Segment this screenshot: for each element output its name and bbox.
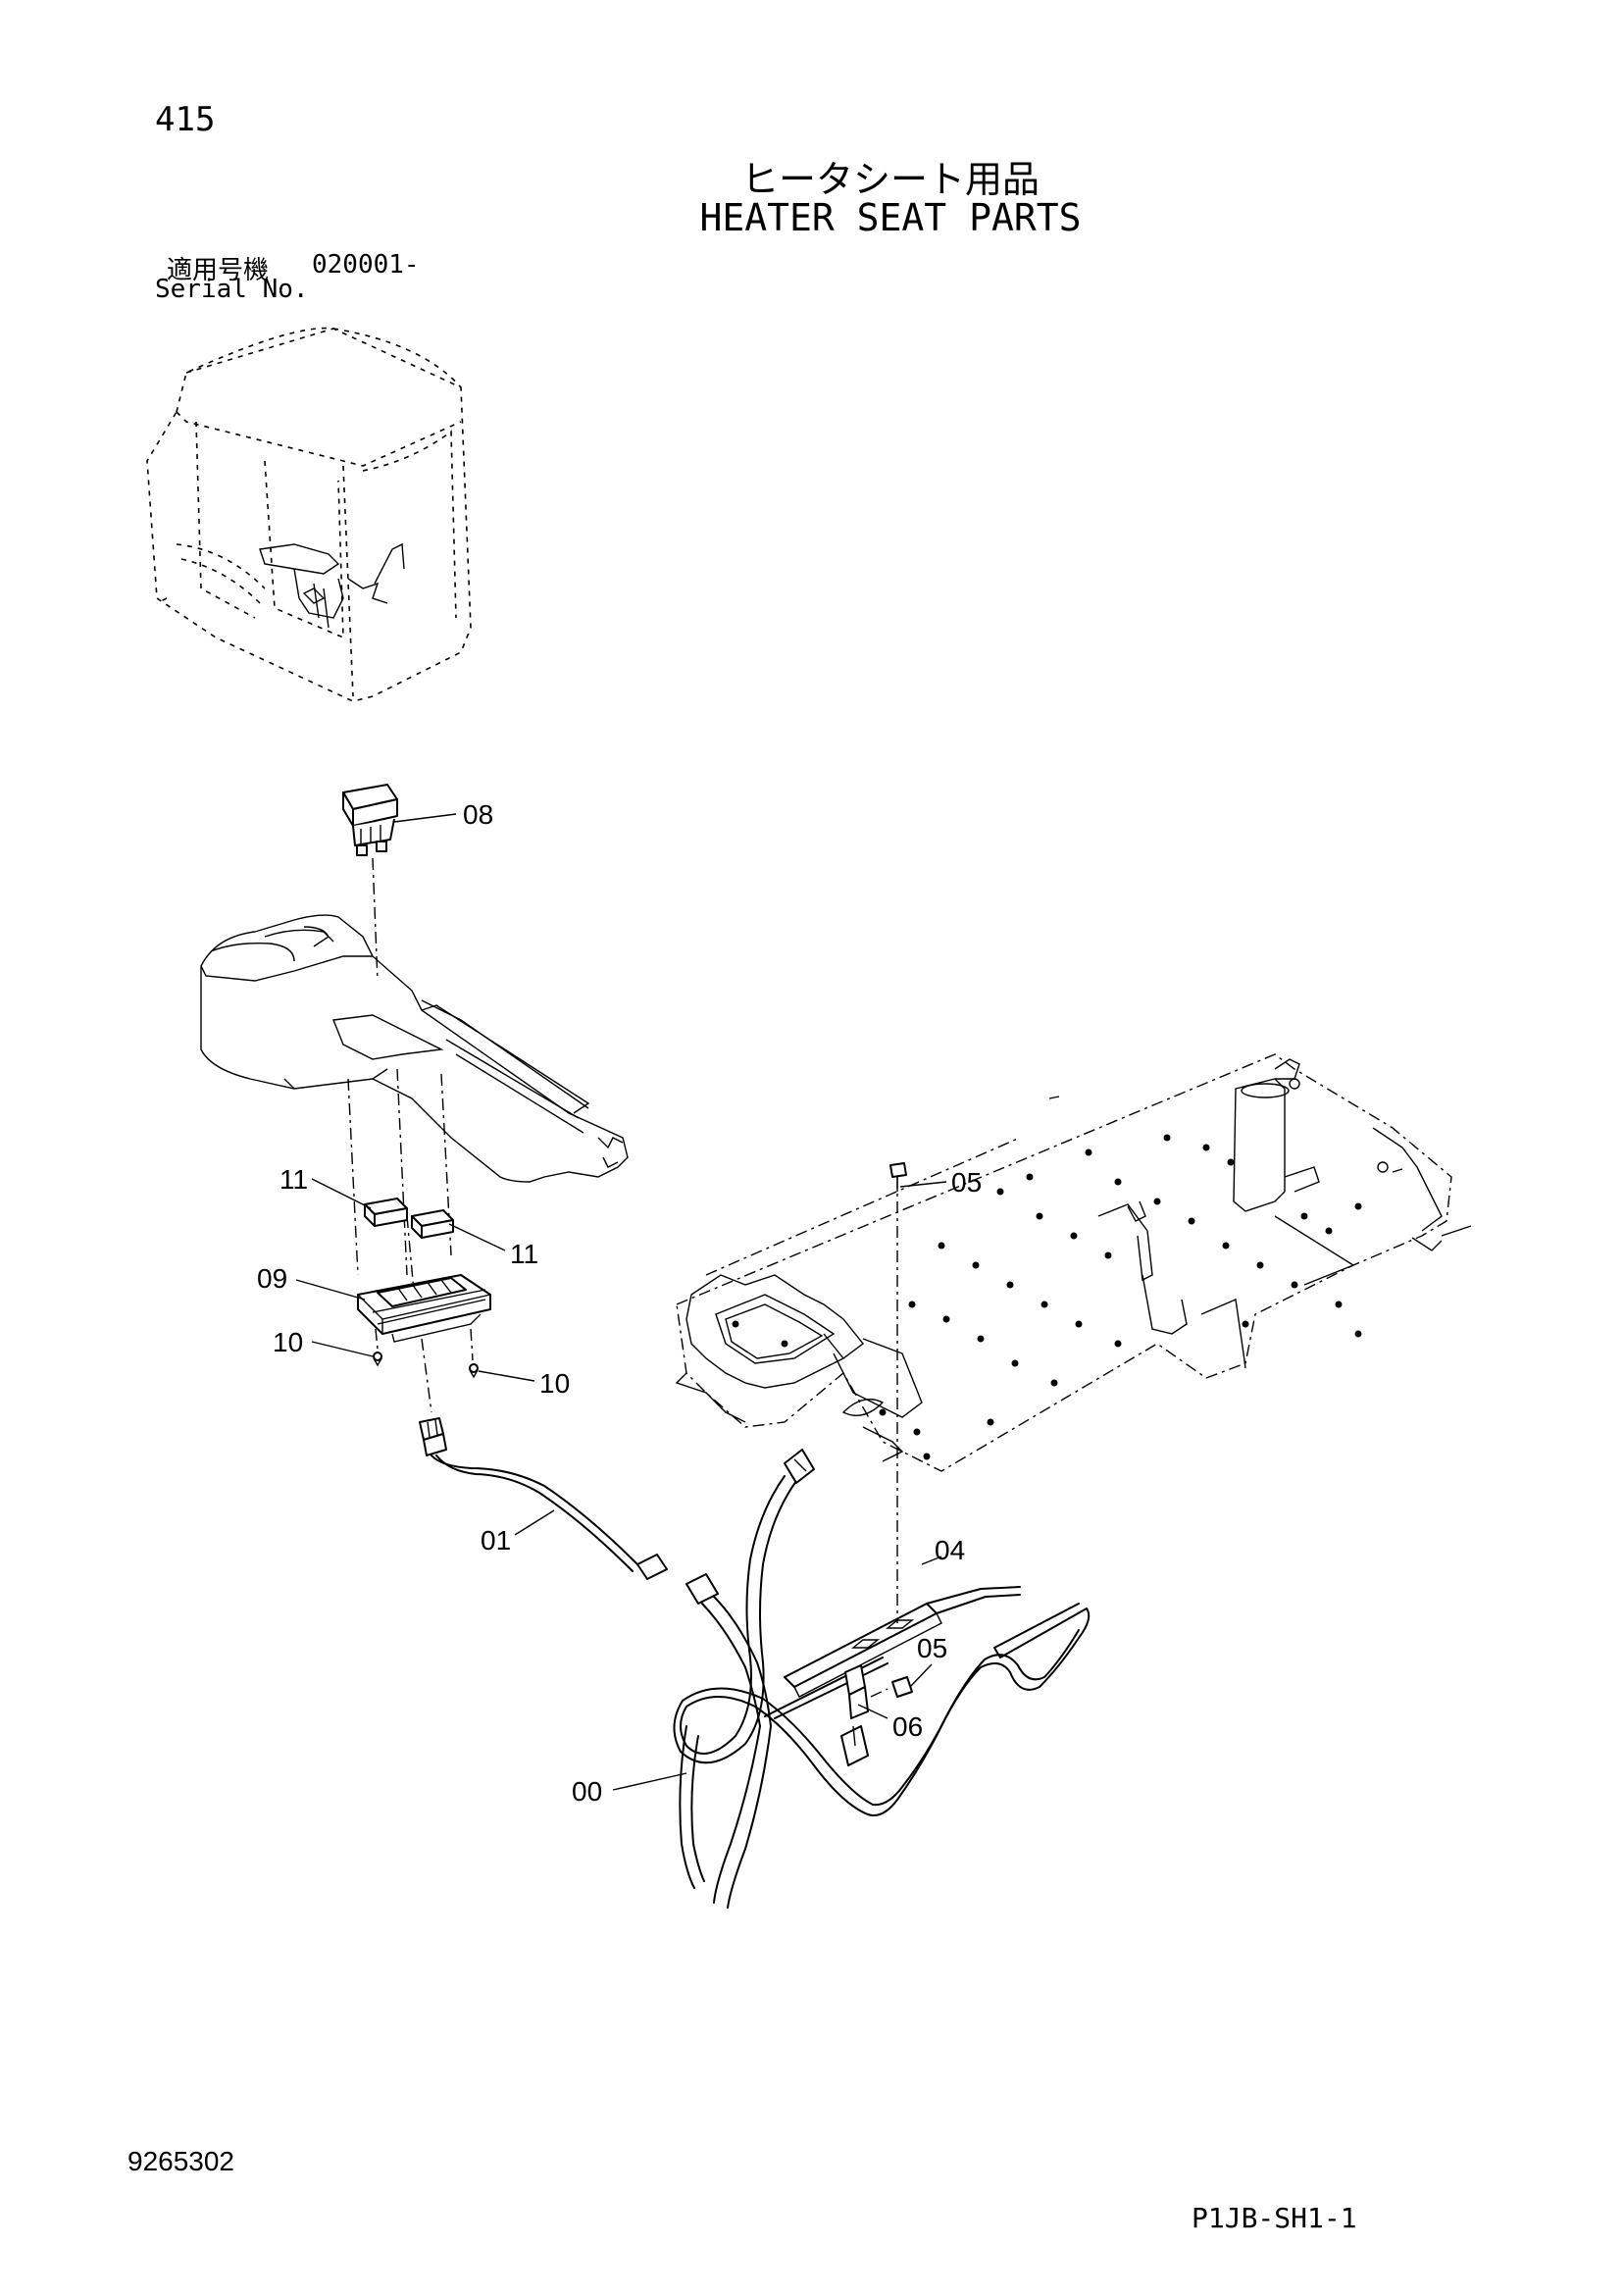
bracket-part-04 [784, 1177, 1021, 1698]
console-housing [200, 914, 629, 1183]
callout-11-left: 11 [279, 1164, 308, 1195]
callout-10-left: 10 [273, 1327, 303, 1357]
switch-panel-part-09 [357, 1274, 491, 1343]
serial-value: 020001- [312, 250, 420, 280]
clip-part-06 [840, 1664, 888, 1766]
screw-part-10 [373, 1328, 479, 1379]
title-english: HEATER SEAT PARTS [699, 196, 1082, 239]
bolt-part-05a [889, 1162, 907, 1192]
callout-05-bottom: 05 [917, 1633, 947, 1663]
main-harness-part-00 [673, 1449, 1091, 1909]
callout-00: 00 [572, 1776, 602, 1807]
serial-label-english: Serial No. [155, 275, 309, 304]
bolt-part-05b [891, 1676, 913, 1698]
callout-05-top: 05 [951, 1167, 982, 1198]
cap-part-11 [364, 1198, 454, 1239]
serial-label-japanese: 適用号機 [167, 256, 270, 285]
wire-harness-part-01 [419, 1417, 772, 1727]
callout-08: 08 [463, 799, 493, 830]
page-number: 415 [155, 100, 216, 139]
callout-04: 04 [935, 1535, 965, 1565]
title-japanese: ヒータシート用品 [740, 158, 1040, 201]
cab-overview-illustration [146, 327, 472, 702]
callout-11-right: 11 [510, 1239, 538, 1269]
sheet-code: P1JB-SH1-1 [1192, 2202, 1357, 2234]
callout-labels: 08 11 11 09 10 10 05 01 04 05 06 00 [257, 799, 982, 1807]
document-number: 9265302 [127, 2146, 235, 2176]
leader-lines [295, 813, 947, 1791]
callout-01: 01 [481, 1525, 511, 1556]
floor-plate-holes [732, 1134, 1362, 1460]
callout-06: 06 [892, 1711, 923, 1742]
callout-09: 09 [257, 1263, 287, 1294]
callout-10-right: 10 [539, 1368, 570, 1399]
floor-plate-frame [675, 1053, 1472, 1472]
